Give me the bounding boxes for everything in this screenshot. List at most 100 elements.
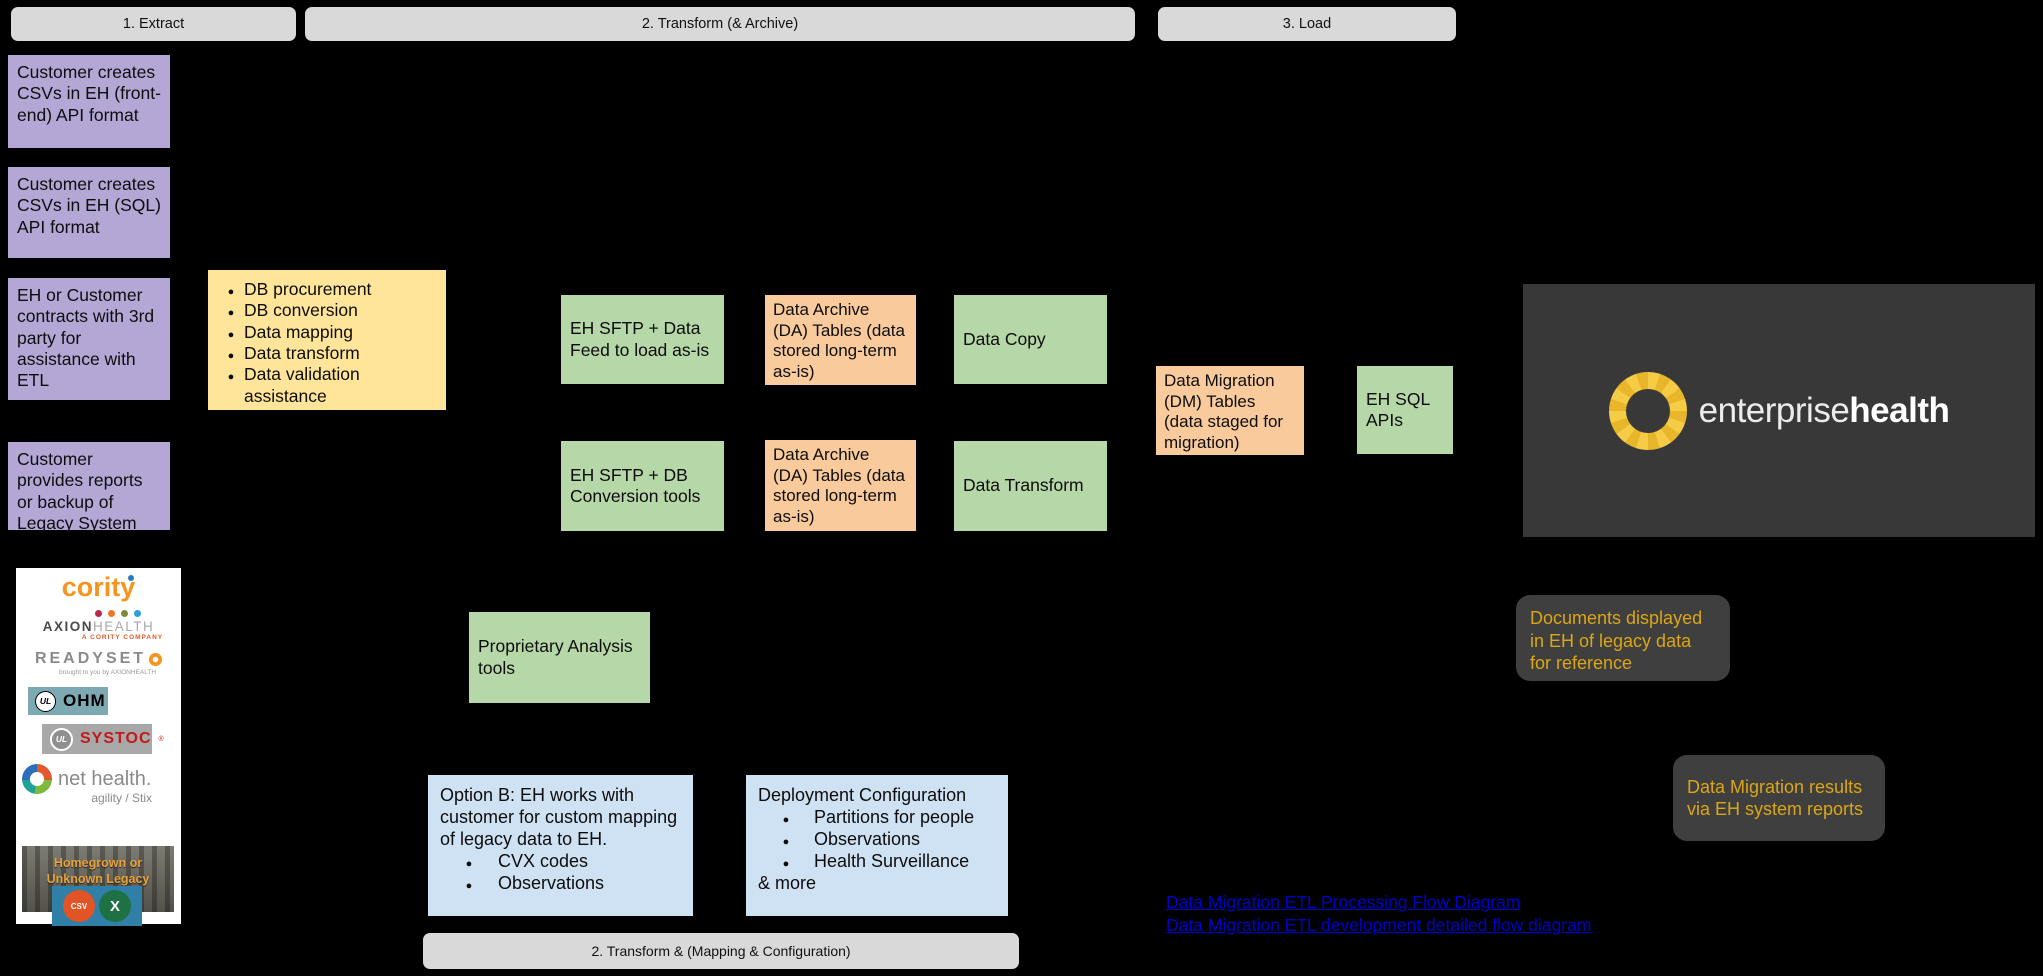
archive-box-da-tables-bottom: Data Archive (DA) Tables (data stored lo… — [765, 440, 916, 531]
cority-wordmark: cority — [61, 572, 136, 602]
list-item: ● DB procurement — [218, 279, 436, 300]
axion-name: AXION — [42, 619, 93, 634]
net-health-row: net health. — [22, 764, 177, 794]
logo-ring-hole — [1625, 388, 1670, 433]
load-box-eh-sql-apis: EH SQL APIs — [1357, 366, 1453, 454]
legacy-systems-panel: cority AXIONHEALTH A CORITY COMPANY READ… — [16, 568, 181, 926]
service-label: DB procurement — [244, 279, 372, 299]
enterprise-health-logo-icon — [1608, 371, 1687, 450]
axion-wordmark: AXIONHEALTH — [16, 619, 181, 634]
systoc-logo: UL SYSTOC ® — [42, 724, 164, 754]
list-item: ● Health Surveillance — [758, 851, 996, 873]
bullet-icon: ● — [465, 857, 473, 870]
list-item: ● DB conversion — [218, 300, 436, 321]
readyset-name: READYSET — [34, 650, 147, 667]
ohm-logo: UL OHM — [28, 687, 108, 715]
readyset-tagline: brought to you by AXIONHEALTH — [58, 669, 157, 676]
third-party-services-box: ● DB procurement ● DB conversion ● Data … — [208, 270, 446, 410]
service-label: Data mapping — [244, 321, 353, 342]
enterprise-health-wordmark: enterprisehealth — [1699, 391, 1950, 431]
deployment-footer: & more — [758, 872, 817, 893]
service-label: DB conversion — [244, 300, 358, 321]
stage-header-extract: 1. Extract — [10, 6, 297, 42]
extract-box-csv-frontend: Customer creates CSVs in EH (front-end) … — [8, 55, 170, 148]
extract-box-csv-sql: Customer creates CSVs in EH (SQL) API fo… — [8, 167, 170, 258]
wordmark-enterprise: enterprise — [1698, 390, 1850, 430]
ul-badge-icon: UL — [35, 690, 56, 712]
excel-file-icon: X — [99, 890, 131, 922]
bullet-icon: ● — [227, 328, 235, 341]
deployment-title: Deployment Configuration — [758, 785, 967, 805]
bullet-icon: ● — [227, 307, 235, 320]
stage-header-load: 3. Load — [1157, 6, 1457, 42]
transform-box-proprietary-tools: Proprietary Analysis tools — [469, 612, 650, 703]
deployment-bullet: Partitions for people — [814, 806, 975, 827]
readyset-logo: READYSET brought to you by AXIONHEALTH — [16, 650, 181, 676]
cority-dot-icon — [128, 575, 134, 581]
registered-mark: ® — [158, 735, 164, 743]
stage-header-transform-archive: 2. Transform (& Archive) — [304, 6, 1136, 42]
deployment-bullet: Health Surveillance — [814, 850, 970, 871]
service-label: Data validation assistance — [244, 364, 360, 406]
list-item: ● Data mapping — [218, 322, 436, 343]
axion-health-logo: AXIONHEALTH A CORITY COMPANY — [16, 610, 181, 641]
link-etl-development-detailed-flow-diagram[interactable]: Data Migration ETL development detailed … — [1166, 915, 1592, 935]
list-item: ● CVX codes — [440, 851, 681, 873]
extract-box-reports-backup: Customer provides reports or backup of L… — [8, 442, 170, 533]
file-format-icons: CSV X — [52, 886, 142, 926]
note-migration-results: Data Migration results via EH system rep… — [1673, 755, 1885, 841]
transform-box-data-copy: Data Copy — [954, 295, 1107, 384]
transform-box-data-transform: Data Transform — [954, 441, 1107, 531]
extract-box-third-party: EH or Customer contracts with 3rd party … — [8, 278, 170, 400]
bullet-icon: ● — [782, 835, 790, 848]
bullet-icon: ● — [227, 350, 235, 363]
csv-file-icon: CSV — [63, 890, 95, 922]
transform-box-sftp-db-conversion: EH SFTP + DB Conversion tools — [561, 441, 724, 531]
axion-suffix: HEALTH — [93, 619, 155, 634]
bullet-icon: ● — [465, 879, 473, 892]
axion-tagline: A CORITY COMPANY — [81, 634, 164, 641]
service-label: Data transform — [244, 343, 360, 364]
homegrown-legacy-image: Homegrown or Unknown Legacy System — [22, 846, 174, 912]
option-b-text: Option B: EH works with customer for cus… — [440, 785, 678, 849]
list-item: ● Observations — [440, 873, 681, 895]
load-box-dm-tables: Data Migration (DM) Tables (data staged … — [1156, 366, 1304, 455]
transform-box-sftp-data-feed: EH SFTP + Data Feed to load as-is — [561, 295, 724, 384]
list-item: ● Data transform — [218, 343, 436, 364]
note-documents-displayed: Documents displayed in EH of legacy data… — [1516, 595, 1730, 681]
wordmark-health: health — [1849, 390, 1950, 430]
bullet-icon: ● — [782, 857, 790, 870]
box-label: EH SFTP + DB Conversion tools — [570, 464, 701, 506]
bullet-icon: ● — [227, 371, 235, 384]
net-health-ring-icon — [22, 764, 52, 794]
list-item: ● Observations — [758, 829, 996, 851]
readyset-wordmark: READYSET — [16, 650, 181, 668]
box-label: Proprietary Analysis tools — [478, 636, 633, 678]
ul-badge-icon: UL — [50, 727, 73, 751]
net-health-subtitle: agility / Stix — [91, 791, 152, 805]
net-health-wordmark: net health. — [58, 767, 152, 790]
cority-logo: cority — [16, 572, 181, 603]
deployment-bullet: Observations — [814, 828, 921, 849]
systoc-wordmark: SYSTOC — [80, 730, 152, 747]
note-label: Data Migration results via EH system rep… — [1687, 776, 1864, 820]
list-item: ● Partitions for people — [758, 807, 996, 829]
enterprise-health-panel: enterprisehealth — [1523, 284, 2035, 537]
option-b-bullet: CVX codes — [498, 850, 589, 871]
readyset-o-icon — [149, 652, 163, 666]
diagram-links: Data Migration ETL Processing Flow Diagr… — [1166, 891, 1646, 937]
box-label: Data Copy — [963, 328, 1046, 349]
link-etl-processing-flow-diagram[interactable]: Data Migration ETL Processing Flow Diagr… — [1166, 892, 1521, 912]
box-label: EH SFTP + Data Feed to load as-is — [570, 318, 710, 360]
bullet-icon: ● — [227, 286, 235, 298]
box-label: EH SQL APIs — [1366, 388, 1430, 430]
option-b-bullet: Observations — [498, 872, 605, 893]
ohm-wordmark: OHM — [63, 691, 106, 710]
mapping-box-deployment-config: Deployment Configuration ● Partitions fo… — [746, 775, 1008, 916]
bullet-icon: ● — [782, 813, 790, 826]
box-label: Data Transform — [963, 475, 1084, 496]
stage-header-transform-mapping: 2. Transform & (Mapping & Configuration) — [422, 932, 1020, 970]
net-health-logo: net health. agility / Stix — [22, 764, 177, 805]
mapping-box-option-b: Option B: EH works with customer for cus… — [428, 775, 693, 916]
